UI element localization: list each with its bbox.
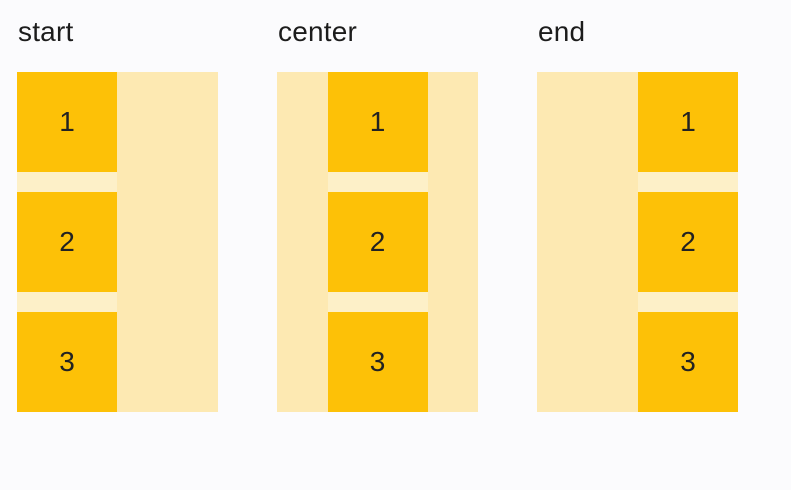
grid-item: 2 [327,192,428,292]
grid-item-number: 2 [680,226,696,257]
grid-item-number: 1 [59,106,75,137]
grid-item-number: 2 [59,226,75,257]
grid-container: 1 2 3 [277,72,478,412]
grid-item: 3 [17,312,117,412]
demo-label: end [538,16,586,47]
grid-item-number: 3 [59,346,75,377]
demo-row: start 1 2 3 center 1 2 3 [17,14,738,412]
grid-item: 1 [638,72,738,172]
grid-item-number: 2 [369,226,386,257]
grid-item: 3 [638,312,738,412]
grid-item-number: 3 [369,346,386,377]
items-column: 1 2 3 [537,72,738,412]
grid-container: 1 2 3 [17,72,218,412]
items-column: 1 2 3 [277,72,478,412]
demo-label: start [18,16,74,47]
grid-item: 1 [17,72,117,172]
grid-item: 2 [638,192,738,292]
demo-center: center 1 2 3 [277,14,478,412]
grid-container: 1 2 3 [537,72,738,412]
grid-item: 3 [327,312,428,412]
grid-item-number: 3 [680,346,696,377]
items-column: 1 2 3 [17,72,218,412]
grid-item: 2 [17,192,117,292]
demo-start: start 1 2 3 [17,14,218,412]
grid-item-number: 1 [369,106,386,137]
demo-end: end 1 2 3 [537,14,738,412]
demo-label: center [278,16,358,47]
grid-item: 1 [327,72,428,172]
grid-item-number: 1 [680,106,696,137]
